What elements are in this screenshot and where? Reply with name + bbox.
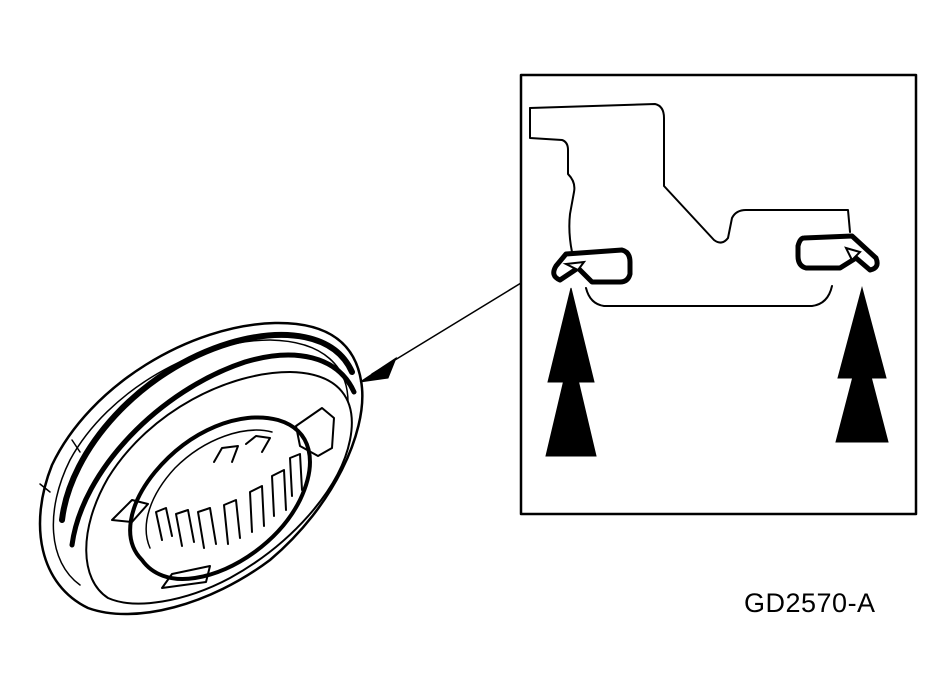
- section-profile-left: [529, 107, 576, 253]
- spring-clip-right: [795, 233, 880, 273]
- ring-key-left: [111, 499, 149, 523]
- spring-clip-left: [551, 247, 633, 285]
- detail-view: [519, 73, 918, 516]
- ring-inner-bore-lip: [145, 429, 273, 549]
- section-profile-bottom: [585, 285, 833, 307]
- ring-key-top: [295, 407, 335, 457]
- ring-inner-bore: [128, 415, 312, 581]
- section-profile: [529, 103, 851, 244]
- ring-key-bottom: [161, 565, 211, 589]
- synchronizer-ring: [38, 321, 364, 616]
- ring-splines: [155, 435, 303, 549]
- pointer-arrow-left: [545, 287, 597, 457]
- ring-front-face: [85, 371, 353, 605]
- retaining-spring-outer: [59, 331, 355, 523]
- figure-label: GD2570-A: [744, 588, 876, 618]
- ring-face-rim: [52, 339, 349, 586]
- detail-frame: [519, 73, 918, 516]
- ring-outer-edge: [38, 321, 364, 616]
- pointer-arrow-right: [835, 286, 889, 443]
- leader-arrow: [359, 282, 522, 383]
- retaining-spring-inner: [69, 352, 357, 548]
